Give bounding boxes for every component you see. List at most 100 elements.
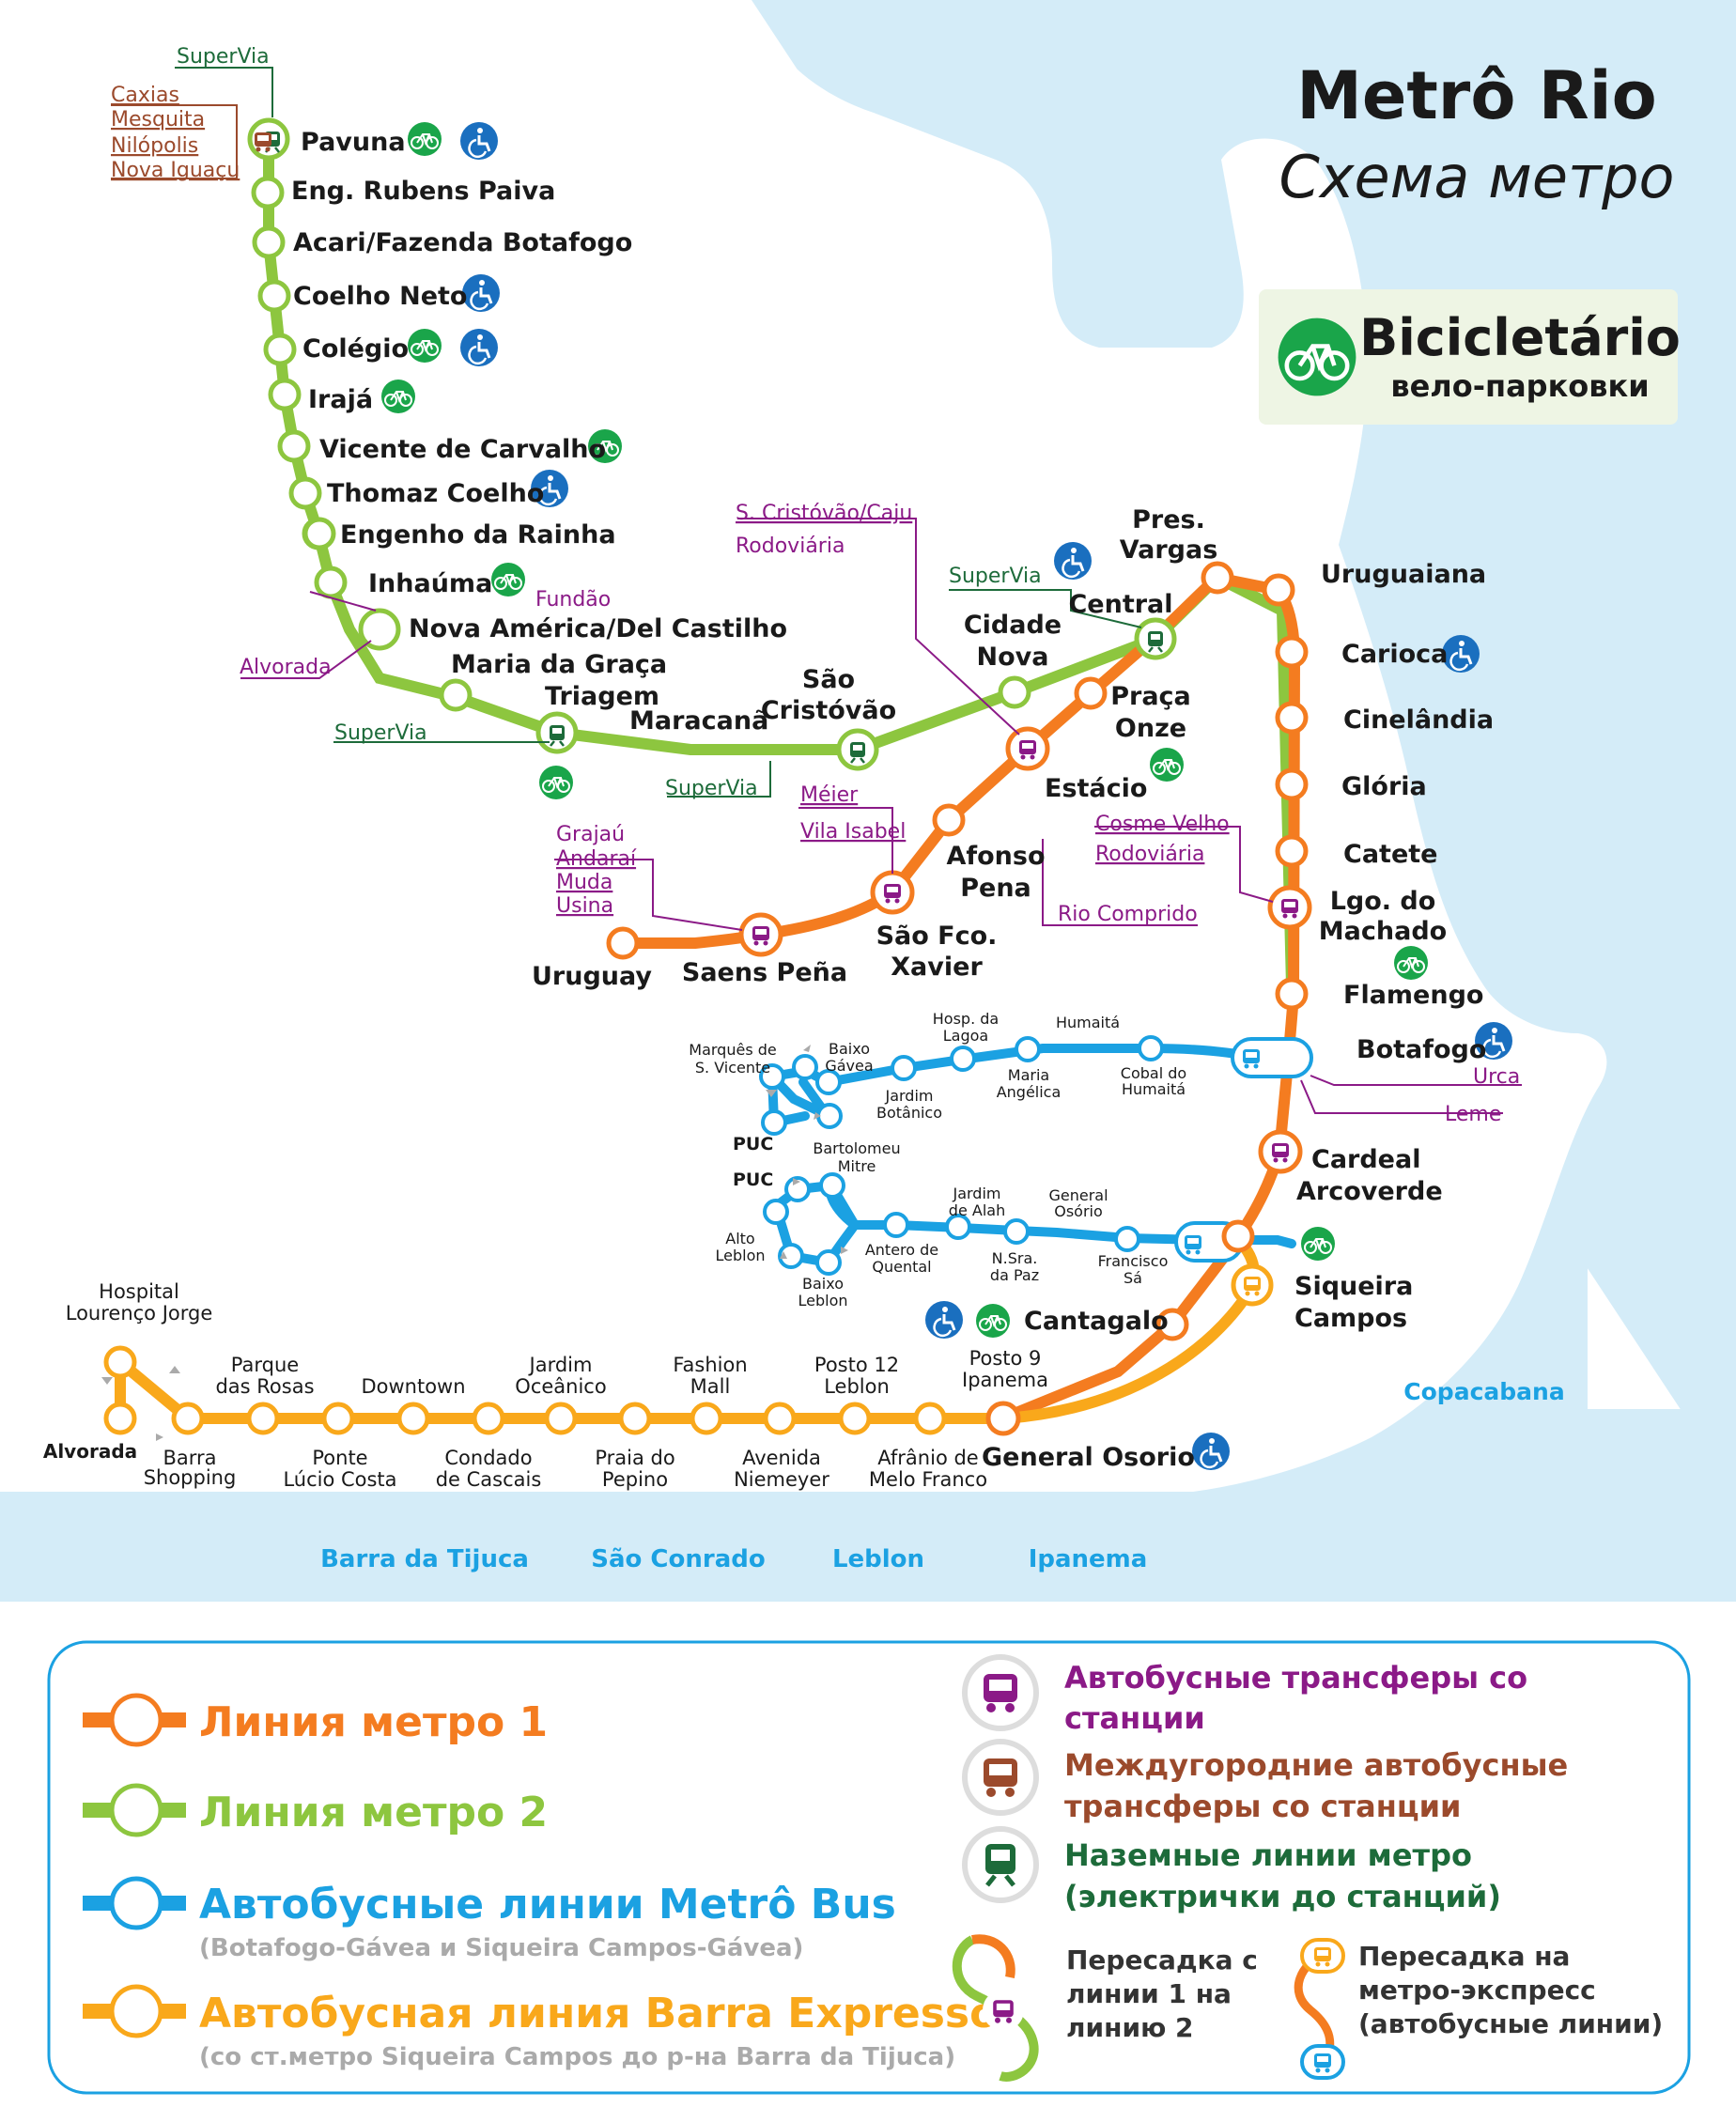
mb-marques-1: Marquês de: [689, 1041, 776, 1059]
neighborhood-barra-tijuca: Barra da Tijuca: [320, 1545, 529, 1573]
mb-cobal-1: Cobal do: [1121, 1064, 1186, 1082]
station-uruguay: Uruguay: [532, 962, 652, 991]
station-cinelandia: Cinelândia: [1343, 705, 1494, 735]
legend-transfer-1-2: Пересадка с линии 1 на линию 2: [952, 1934, 1258, 2082]
map-subtitle: Схема метро: [1279, 143, 1675, 211]
conn-alvorada: Alvorada: [240, 656, 332, 679]
legend-train-2: (электрички до станций): [1064, 1879, 1501, 1914]
mb-alto-leblon-1: Alto: [725, 1230, 754, 1247]
mb-maria-angelica-1: Maria: [1008, 1066, 1049, 1084]
legend-box: [47, 1640, 1691, 2095]
station-praca-onze-1: Praça: [1110, 682, 1191, 711]
station-uruguaiana: Uruguaiana: [1321, 560, 1486, 589]
mb-baixo-gavea-1: Baixo: [829, 1040, 870, 1058]
legend-intercity-1: Междугородние автобусные: [1064, 1747, 1568, 1783]
barra-barra-shopping-2: Shopping: [144, 1466, 237, 1489]
mb-jardim-botanico-2: Botânico: [876, 1104, 942, 1122]
neighborhood-ipanema: Ipanema: [1029, 1545, 1148, 1573]
station-pavuna: Pavuna: [301, 128, 406, 157]
legend-barra-sub: (со ст.метро Siqueira Campos до р-на Bar…: [199, 2043, 955, 2071]
station-sao-fco-xavier-2: Xavier: [891, 953, 983, 982]
station-gloria: Glória: [1341, 772, 1427, 801]
station-cidade-nova-1: Cidade: [964, 611, 1062, 640]
south-water: [0, 1494, 1736, 1602]
station-carioca: Carioca: [1341, 640, 1448, 669]
mb-alto-leblon-2: Leblon: [715, 1247, 765, 1264]
barra-ponte-1: Ponte: [312, 1447, 367, 1469]
mb-maria-angelica-2: Angélica: [997, 1083, 1062, 1101]
legend-express-line3: (автобусные линии): [1358, 2008, 1663, 2039]
legend-bus-transfer: Автобусные трансферы со станции: [962, 1654, 1527, 1736]
station-general-osorio: General Osorio: [982, 1443, 1195, 1472]
station-acari: Acari/Fazenda Botafogo: [293, 228, 632, 257]
station-sao-fco-xavier-1: São Fco.: [876, 922, 998, 951]
barra-jardim-oceanico-1: Jardim: [528, 1354, 593, 1376]
siqueira-line1-station: [1221, 1219, 1255, 1253]
station-maracana: Maracanã: [629, 706, 768, 736]
station-eng-rubens-paiva: Eng. Rubens Paiva: [291, 177, 555, 206]
legend-bus-transfer-1: Автобусные трансферы со: [1064, 1660, 1527, 1696]
station-sao-cristovao-1: São: [802, 665, 855, 694]
barra-barra-shopping-1: Barra: [163, 1447, 216, 1469]
line-1-stations: [606, 561, 1309, 1341]
conn-leme: Leme: [1445, 1103, 1501, 1126]
barra-parque-1: Parque: [231, 1354, 299, 1376]
station-cardeal-1: Cardeal: [1311, 1145, 1420, 1174]
conn-cosme-velho: Cosme Velho: [1095, 813, 1230, 836]
mb-general-osorio-1: General: [1048, 1186, 1108, 1204]
mb-baixo-leblon-1: Baixo: [802, 1275, 844, 1293]
neighborhood-leblon: Leblon: [832, 1545, 924, 1573]
legend-bus-transfer-2: станции: [1064, 1700, 1205, 1736]
mb-general-osorio-2: Osório: [1054, 1202, 1103, 1220]
mb-baixo-gavea-2: Gávea: [825, 1057, 873, 1075]
barra-jardim-oceanico-2: Oceânico: [515, 1375, 606, 1398]
barra-posto12-2: Leblon: [824, 1375, 890, 1398]
conn-fundao: Fundão: [535, 588, 611, 612]
station-iraja: Irajá: [308, 385, 373, 414]
mb-jardim-alah-2: de Alah: [949, 1201, 1005, 1219]
mb-puc-1: PUC: [733, 1134, 773, 1154]
conn-supervia-triagem: SuperVia: [334, 721, 427, 745]
conn-caxias: Caxias: [111, 84, 179, 107]
barra-expresso-track: [115, 1227, 1261, 1424]
barra-afranio-1: Afrânio de: [877, 1447, 978, 1469]
barra-avenida-1: Avenida: [742, 1447, 821, 1469]
conn-grajau: Grajaú: [556, 823, 625, 846]
station-central: Central: [1068, 590, 1172, 619]
legend-transfer-1-2-line3: линию 2: [1066, 2012, 1194, 2043]
mb-hosp-lagoa-2: Lagoa: [943, 1027, 988, 1045]
legend-transfer-1-2-line2: линии 1 на: [1066, 1978, 1232, 2009]
station-catete: Catete: [1343, 840, 1437, 869]
barra-avenida-2: Niemeyer: [734, 1468, 829, 1491]
barra-praia-1: Praia do: [595, 1447, 674, 1469]
station-coelho-neto: Coelho Neto: [293, 282, 467, 311]
conn-supervia-central: SuperVia: [949, 565, 1042, 588]
station-thomaz-coelho: Thomaz Coelho: [327, 479, 544, 508]
station-flamengo: Flamengo: [1343, 981, 1483, 1010]
mb-humaita: Humaitá: [1056, 1014, 1120, 1031]
bike-legend-subtitle: вело-парковки: [1390, 368, 1649, 404]
map-title: Metrô Rio: [1296, 57, 1657, 134]
botafogo-interchange: [1231, 1037, 1313, 1078]
legend-metrobus-label: Автобусные линии Metrô Bus: [199, 1881, 896, 1929]
legend-metrobus-sub: (Botafogo-Gávea и Siqueira Campos-Gávea): [199, 1934, 803, 1962]
station-praca-onze-2: Onze: [1115, 714, 1186, 743]
mb-puc-2: PUC: [733, 1170, 773, 1190]
conn-urca: Urca: [1473, 1065, 1520, 1089]
barra-ponte-2: Lúcio Costa: [283, 1468, 396, 1491]
legend-transfer-1-2-line1: Пересадка с: [1066, 1944, 1258, 1975]
mb-hosp-lagoa-1: Hosp. da: [933, 1010, 999, 1028]
metrobus-stops: [759, 1035, 1164, 1276]
ipanema-shore: [1212, 1061, 1736, 1494]
legend-intercity: Междугородние автобусные трансферы со ст…: [962, 1739, 1568, 1824]
mb-cobal-2: Humaitá: [1122, 1080, 1186, 1098]
neighborhood-sao-conrado: São Conrado: [591, 1545, 765, 1573]
bike-legend-title: Bicicletário: [1359, 308, 1681, 367]
legend-line-2-label: Линия метро 2: [199, 1789, 548, 1836]
barra-condado-1: Condado: [444, 1447, 532, 1469]
station-siqueira-1: Siqueira: [1294, 1272, 1413, 1301]
legend-line-1: Линия метро 1: [83, 1693, 548, 1747]
conn-rodoviaria-1: Rodoviária: [736, 534, 845, 558]
